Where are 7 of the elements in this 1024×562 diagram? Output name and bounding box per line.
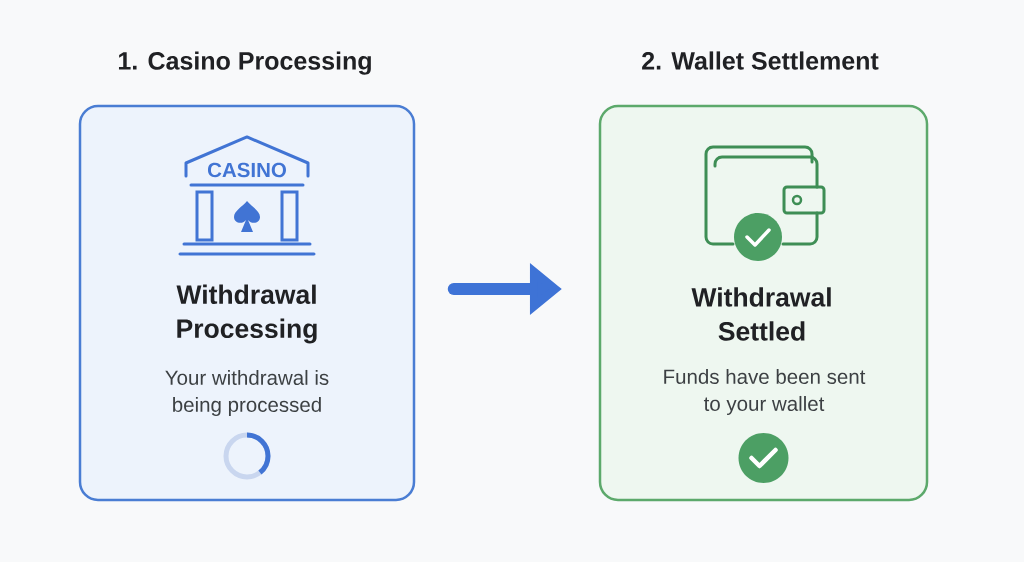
sign-text: CASINO (208, 162, 286, 178)
card-heading: Withdrawal Settled (691, 287, 831, 341)
card-heading: Withdrawal Processing (176, 284, 317, 344)
card-title: 2. Wallet Settlement (642, 51, 879, 70)
card-description: Funds have been sent to your wallet (664, 368, 866, 416)
card-description: Your withdrawal is being processed (165, 369, 329, 417)
card-title: 1. Casino Processing (119, 51, 371, 75)
